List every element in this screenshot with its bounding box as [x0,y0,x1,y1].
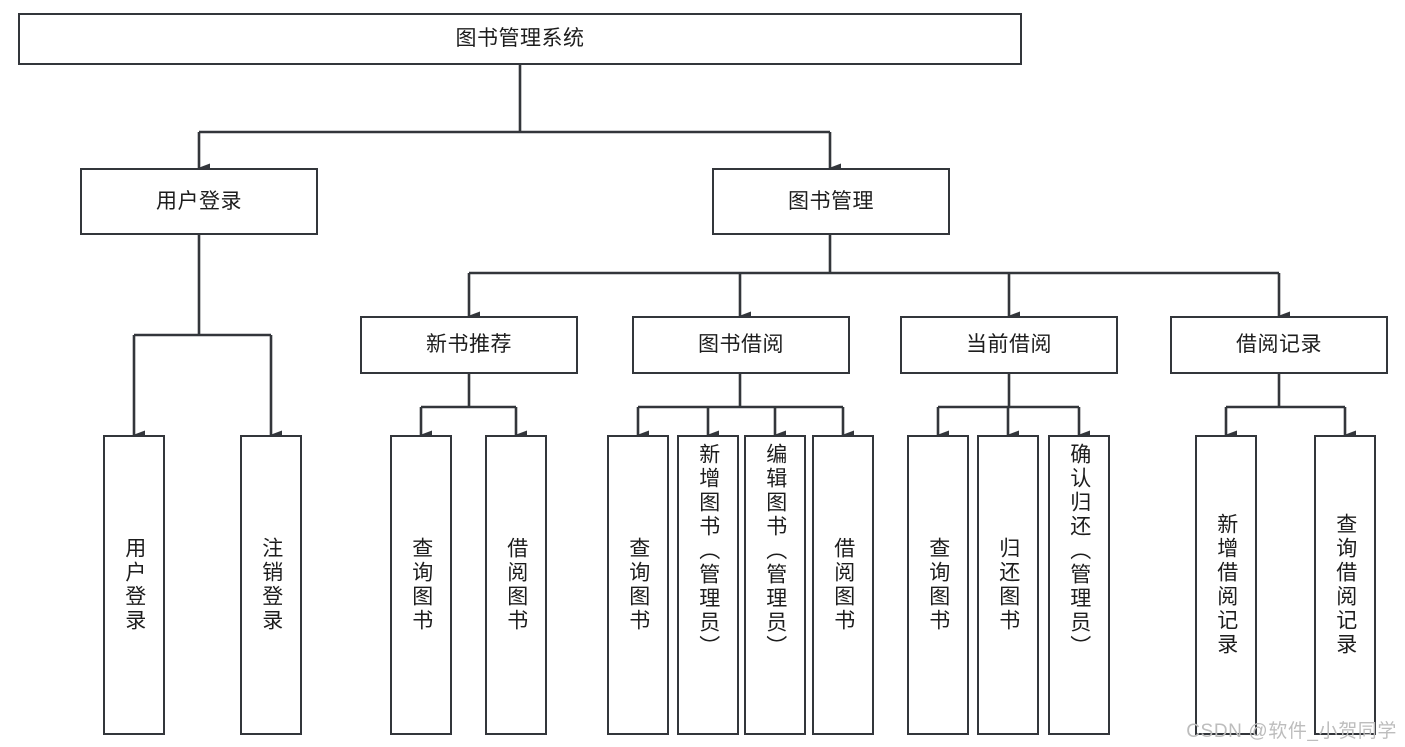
node-borrow-records[interactable]: 借阅记录 [1170,316,1388,374]
leaf-query-borrow-record[interactable]: 查询借阅记录 [1314,435,1376,735]
node-label: 新增图书（管理员） [696,443,720,659]
node-label: 新书推荐 [426,333,512,357]
node-book-management[interactable]: 图书管理 [712,168,950,235]
node-root-system[interactable]: 图书管理系统 [18,13,1022,65]
leaf-add-book-admin[interactable]: 新增图书（管理员） [677,435,739,735]
node-user-login[interactable]: 用户登录 [80,168,318,235]
leaf-logout[interactable]: 注销登录 [240,435,302,735]
watermark: CSDN @软件_小贺同学 [1186,721,1397,742]
node-label: 查询图书 [409,537,433,633]
leaf-borrow-book-rec[interactable]: 借阅图书 [485,435,547,735]
node-label: 借阅记录 [1236,333,1322,357]
leaf-query-book-borrow[interactable]: 查询图书 [607,435,669,735]
leaf-confirm-return-admin[interactable]: 确认归还（管理员） [1048,435,1110,735]
node-new-book-recommend[interactable]: 新书推荐 [360,316,578,374]
node-label: 归还图书 [996,537,1020,633]
node-label: 查询借阅记录 [1333,513,1357,657]
node-label: 新增借阅记录 [1214,513,1238,657]
node-label: 图书管理 [788,189,874,213]
node-label: 编辑图书（管理员） [763,443,787,659]
node-label: 用户登录 [156,189,242,213]
leaf-borrow-book[interactable]: 借阅图书 [812,435,874,735]
leaf-add-borrow-record[interactable]: 新增借阅记录 [1195,435,1257,735]
node-label: 注销登录 [259,537,283,633]
node-label: 确认归还（管理员） [1067,443,1091,659]
leaf-edit-book-admin[interactable]: 编辑图书（管理员） [744,435,806,735]
node-label: 借阅图书 [504,537,528,633]
node-label: 借阅图书 [831,537,855,633]
node-label: 查询图书 [926,537,950,633]
node-label: 用户登录 [122,537,146,633]
node-label: 图书借阅 [698,333,784,357]
leaf-query-book-current[interactable]: 查询图书 [907,435,969,735]
node-current-borrow[interactable]: 当前借阅 [900,316,1118,374]
node-label: 当前借阅 [966,333,1052,357]
leaf-user-login[interactable]: 用户登录 [103,435,165,735]
leaf-query-book-rec[interactable]: 查询图书 [390,435,452,735]
node-label: 查询图书 [626,537,650,633]
node-label: 图书管理系统 [455,27,585,51]
node-book-borrow[interactable]: 图书借阅 [632,316,850,374]
leaf-return-book[interactable]: 归还图书 [977,435,1039,735]
